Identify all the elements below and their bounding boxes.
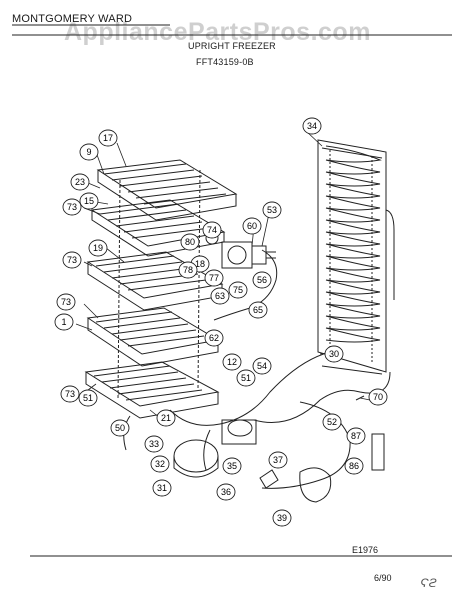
- model-number: FFT43159-0B: [196, 57, 254, 67]
- callout-73: 73: [56, 293, 76, 311]
- callout-label: 18: [195, 259, 205, 269]
- callout-label: 51: [83, 393, 93, 403]
- callout-label: 31: [157, 483, 167, 493]
- callout-50: 50: [110, 419, 130, 437]
- callout-15: 15: [79, 192, 99, 210]
- callout-label: 53: [267, 205, 277, 215]
- callout-23: 23: [70, 173, 90, 191]
- callout-label: 56: [257, 275, 267, 285]
- leader-lines: [75, 130, 371, 419]
- callout-label: 62: [209, 333, 219, 343]
- callout-label: 86: [349, 461, 359, 471]
- callout-label: 54: [257, 361, 267, 371]
- callout-52: 52: [322, 413, 342, 431]
- callout-label: 51: [241, 373, 251, 383]
- callout-label: 78: [183, 265, 193, 275]
- revision-date: 6/90: [374, 573, 392, 583]
- callout-70: 70: [368, 388, 388, 406]
- callout-51: 51: [78, 389, 98, 407]
- compressor: [173, 419, 257, 478]
- callout-label: 60: [247, 221, 257, 231]
- callout-label: 63: [215, 291, 225, 301]
- callout-label: 21: [161, 413, 171, 423]
- callout-label: 15: [84, 196, 94, 206]
- callout-80: 80: [180, 233, 200, 251]
- callout-label: 1: [61, 317, 66, 327]
- callout-label: 32: [155, 459, 165, 469]
- callout-label: 73: [67, 202, 77, 212]
- callout-9: 9: [79, 143, 99, 161]
- callout-label: 73: [67, 255, 77, 265]
- callout-label: 73: [61, 297, 71, 307]
- callout-label: 73: [65, 389, 75, 399]
- callout-label: 33: [149, 439, 159, 449]
- callout-34: 34: [302, 117, 322, 135]
- callout-39: 39: [272, 509, 292, 527]
- callout-label: 74: [207, 225, 217, 235]
- brand-label: MONTGOMERY WARD: [12, 13, 133, 25]
- callout-label: 19: [93, 243, 103, 253]
- callout-73: 73: [62, 198, 82, 216]
- callout-31: 31: [152, 479, 172, 497]
- callout-86: 86: [344, 457, 364, 475]
- callout-21: 21: [156, 409, 176, 427]
- callout-label: 30: [329, 349, 339, 359]
- callout-label: 52: [327, 417, 337, 427]
- callout-1: 1: [54, 313, 74, 331]
- diagram-title: UPRIGHT FREEZER: [188, 41, 276, 51]
- callout-label: 39: [277, 513, 287, 523]
- callout-60: 60: [242, 217, 262, 235]
- callout-label: 75: [233, 285, 243, 295]
- handwritten-mark: Ϛϩ: [420, 576, 437, 590]
- callout-label: 17: [103, 133, 113, 143]
- shelf-top: [96, 159, 238, 221]
- callout-label: 80: [185, 237, 195, 247]
- callout-35: 35: [222, 457, 242, 475]
- callout-87: 87: [346, 427, 366, 445]
- callout-label: 36: [221, 487, 231, 497]
- callout-label: 34: [307, 121, 317, 131]
- callout-17: 17: [98, 129, 118, 147]
- rules: [12, 24, 452, 557]
- callout-74: 74: [202, 221, 222, 239]
- callout-73: 73: [60, 385, 80, 403]
- callout-62: 62: [204, 329, 224, 347]
- callout-75: 75: [228, 281, 248, 299]
- diagram-code: E1976: [352, 545, 379, 555]
- shelf-bottom: [84, 361, 220, 419]
- callout-12: 12: [222, 353, 242, 371]
- callout-label: 9: [86, 147, 91, 157]
- callout-56: 56: [252, 271, 272, 289]
- callout-label: 35: [227, 461, 237, 471]
- shelf-2: [90, 199, 226, 257]
- callout-36: 36: [216, 483, 236, 501]
- callout-54: 54: [252, 357, 272, 375]
- callout-37: 37: [268, 451, 288, 469]
- callout-78: 78: [178, 261, 198, 279]
- callout-19: 19: [88, 239, 108, 257]
- callout-label: 65: [253, 305, 263, 315]
- callout-30: 30: [324, 345, 344, 363]
- callout-73: 73: [62, 251, 82, 269]
- watermark: AppliancePartsPros.com: [64, 18, 371, 46]
- callout-77: 77: [204, 269, 224, 287]
- callout-label: 37: [273, 455, 283, 465]
- drain-parts: [259, 395, 385, 503]
- shelves: [84, 159, 238, 419]
- callout-65: 65: [248, 301, 268, 319]
- condenser-panel: [317, 139, 395, 375]
- callout-label: 23: [75, 177, 85, 187]
- callout-label: 70: [373, 392, 383, 402]
- callout-32: 32: [150, 455, 170, 473]
- callout-label: 87: [351, 431, 361, 441]
- callout-53: 53: [262, 201, 282, 219]
- callout-33: 33: [144, 435, 164, 453]
- callout-63: 63: [210, 287, 230, 305]
- callout-51: 51: [236, 369, 256, 387]
- callout-label: 77: [209, 273, 219, 283]
- callout-label: 12: [227, 357, 237, 367]
- callout-label: 50: [115, 423, 125, 433]
